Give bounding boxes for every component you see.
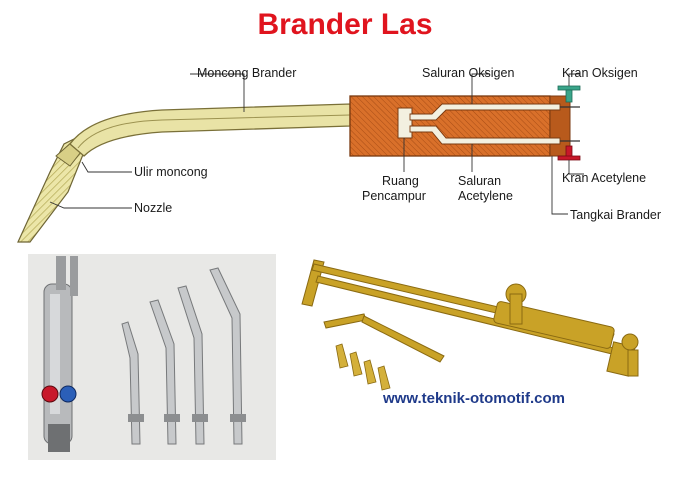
- label-kran-acetylene: Kran Acetylene: [562, 171, 647, 185]
- oxygen-channel: [409, 103, 561, 121]
- torch-cross-section-diagram: Moncong Brander Saluran Oksigen Kran Oks…: [12, 52, 680, 252]
- torch-schematic: [17, 73, 584, 243]
- label-nozzle: Nozzle: [134, 201, 173, 215]
- label-tangkai-brander: Tangkai Brander: [570, 208, 662, 222]
- torch-tube-inner: [77, 114, 351, 149]
- label-ruang-pencampur-line1: Ruang: [382, 174, 419, 188]
- label-saluran-oksigen: Saluran Oksigen: [422, 66, 515, 80]
- page-title: Brander Las: [257, 8, 433, 41]
- label-ulir-moncong: Ulir moncong: [134, 165, 208, 179]
- label-kran-oksigen: Kran Oksigen: [562, 66, 638, 80]
- label-saluran-acetylene-line2: Acetylene: [458, 189, 513, 203]
- handle-connector: [397, 107, 413, 139]
- torch-tube-outer: [69, 103, 351, 157]
- label-ruang-pencampur-line2: Pencampur: [362, 189, 426, 203]
- cutting-torch-photo: [284, 254, 664, 460]
- label-saluran-acetylene-line1: Saluran: [458, 174, 502, 188]
- website-url: www.teknik-otomotif.com: [383, 390, 565, 407]
- acetylene-channel: [409, 125, 561, 145]
- label-moncong-brander: Moncong Brander: [197, 66, 297, 80]
- nozzle-set-photo: [28, 254, 276, 460]
